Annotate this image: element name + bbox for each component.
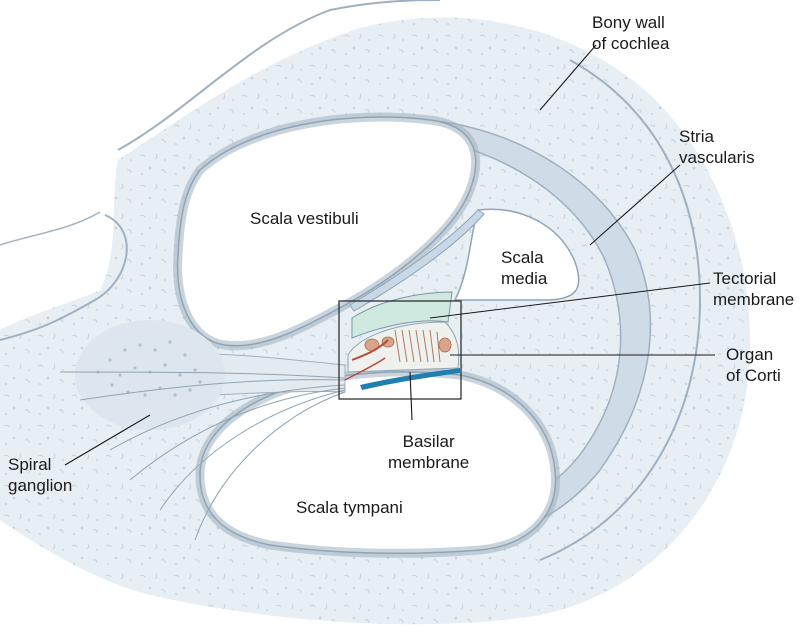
label-spiral-line2: ganglion (8, 475, 72, 496)
label-scala-media-line1: Scala (501, 247, 547, 268)
label-spiral-ganglion: Spiral ganglion (8, 454, 72, 496)
label-tectorial-line2: membrane (713, 289, 794, 310)
label-spiral-line1: Spiral (8, 454, 72, 475)
label-organ-of-corti: Organ of Corti (726, 344, 781, 386)
label-organ-line2: of Corti (726, 365, 781, 386)
label-scala-media-line2: media (501, 268, 547, 289)
label-stria-line2: vascularis (679, 147, 755, 168)
bone-left-edge-2 (0, 212, 100, 245)
label-scala-tympani: Scala tympani (296, 497, 403, 518)
spiral-ganglion-body (75, 320, 225, 430)
label-stria-line1: Stria (679, 126, 755, 147)
label-basilar-membrane: Basilar membrane (388, 431, 469, 473)
label-scala-media: Scala media (501, 247, 547, 289)
label-basilar-line1: Basilar (388, 431, 469, 452)
label-bony-wall-line2: of cochlea (592, 33, 670, 54)
label-bony-wall-line1: Bony wall (592, 12, 670, 33)
label-tectorial-line1: Tectorial (713, 268, 794, 289)
label-bony-wall: Bony wall of cochlea (592, 12, 670, 54)
label-stria-vascularis: Stria vascularis (679, 126, 755, 168)
label-basilar-line2: membrane (388, 452, 469, 473)
label-scala-vestibuli: Scala vestibuli (250, 208, 359, 229)
label-organ-line1: Organ (726, 344, 781, 365)
label-tectorial-membrane: Tectorial membrane (713, 268, 794, 310)
